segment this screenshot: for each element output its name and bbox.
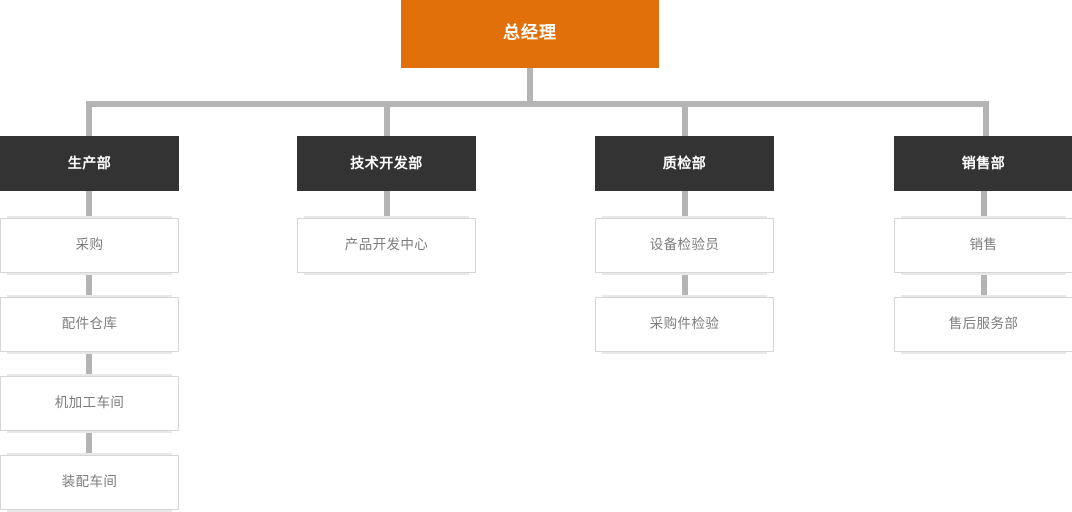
connector-col3-seg-1 <box>682 189 688 221</box>
connector-col1-seg-1 <box>86 189 92 221</box>
connector-col4-seg-2 <box>981 268 987 300</box>
node-unit-parts-warehouse[interactable]: 配件仓库 <box>0 295 179 354</box>
connector-col4-seg-1 <box>981 189 987 221</box>
node-unit-machining-workshop[interactable]: 机加工车间 <box>0 374 179 433</box>
connector-col2-seg-1 <box>384 189 390 221</box>
node-dept-sales-label: 销售部 <box>961 155 1006 172</box>
connector-col1-seg-3 <box>86 347 92 379</box>
connector-root-stem <box>527 68 533 104</box>
node-unit-product-development-center[interactable]: 产品开发中心 <box>297 216 476 275</box>
node-dept-quality-inspection[interactable]: 质检部 <box>595 136 774 191</box>
node-unit-after-sales-service[interactable]: 售后服务部 <box>894 295 1072 354</box>
connector-trunk-to-dept-3 <box>682 101 688 139</box>
node-unit-purchased-parts-inspection-label: 采购件检验 <box>649 315 720 332</box>
node-unit-purchased-parts-inspection[interactable]: 采购件检验 <box>595 295 774 354</box>
node-unit-sales[interactable]: 销售 <box>894 216 1072 275</box>
connector-col1-seg-4 <box>86 426 92 458</box>
node-unit-assembly-workshop[interactable]: 装配车间 <box>0 453 179 512</box>
node-unit-product-development-center-label: 产品开发中心 <box>344 236 429 253</box>
connector-trunk-to-dept-1 <box>86 101 92 139</box>
node-unit-procurement[interactable]: 采购 <box>0 216 179 275</box>
connector-trunk-to-dept-4 <box>983 101 989 139</box>
node-unit-equipment-inspector-label: 设备检验员 <box>649 236 720 253</box>
node-dept-tech-development[interactable]: 技术开发部 <box>297 136 476 191</box>
node-dept-production[interactable]: 生产部 <box>0 136 179 191</box>
node-unit-parts-warehouse-label: 配件仓库 <box>61 315 118 332</box>
connector-trunk-to-dept-2 <box>384 101 390 139</box>
node-dept-sales[interactable]: 销售部 <box>894 136 1072 191</box>
node-dept-production-label: 生产部 <box>67 155 112 172</box>
connector-col1-seg-2 <box>86 268 92 300</box>
node-general-manager[interactable]: 总经理 <box>401 0 659 68</box>
node-unit-procurement-label: 采购 <box>75 236 104 253</box>
node-dept-quality-inspection-label: 质检部 <box>662 155 707 172</box>
node-unit-assembly-workshop-label: 装配车间 <box>61 473 118 490</box>
connector-col3-seg-2 <box>682 268 688 300</box>
connector-trunk-bar <box>86 101 989 107</box>
node-general-manager-label: 总经理 <box>503 22 557 43</box>
node-unit-equipment-inspector[interactable]: 设备检验员 <box>595 216 774 275</box>
node-unit-after-sales-service-label: 售后服务部 <box>948 315 1019 332</box>
node-unit-sales-label: 销售 <box>969 236 998 253</box>
node-dept-tech-development-label: 技术开发部 <box>350 155 423 172</box>
node-unit-machining-workshop-label: 机加工车间 <box>54 394 125 411</box>
